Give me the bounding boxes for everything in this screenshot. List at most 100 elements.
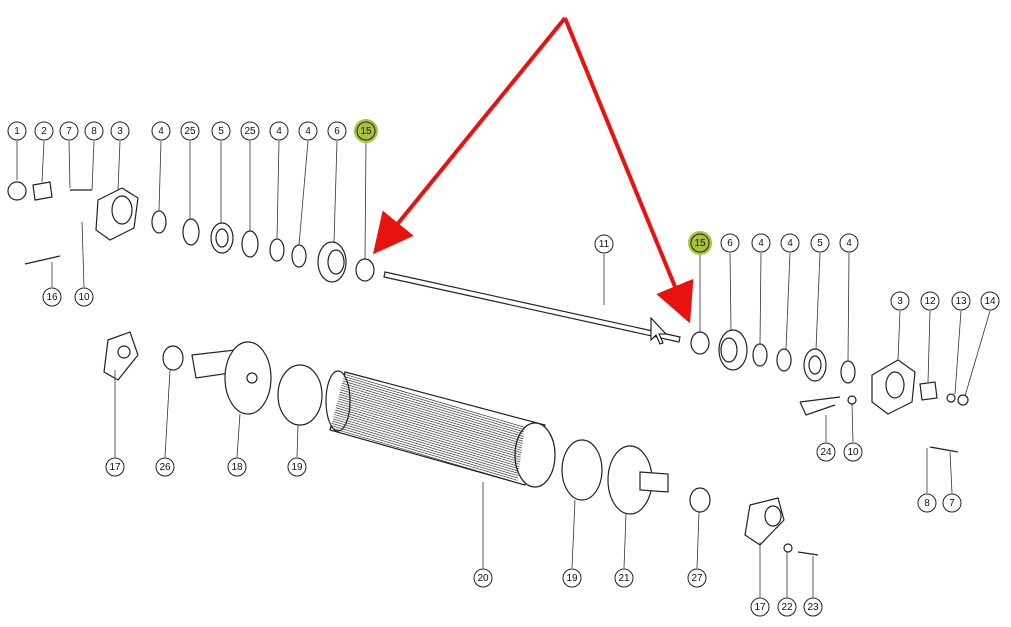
callout-23: 23 xyxy=(803,597,823,617)
red-arrow-right xyxy=(563,17,694,324)
callout-7: 7 xyxy=(942,493,962,513)
callout-label: 17 xyxy=(109,462,121,473)
roller-rib xyxy=(344,373,525,428)
leader-line xyxy=(41,140,45,183)
callout-label: 25 xyxy=(184,126,196,137)
callout-14: 14 xyxy=(980,291,1000,311)
callout-20: 20 xyxy=(473,568,493,588)
roller-rib xyxy=(336,402,521,458)
callout-label: 5 xyxy=(218,126,224,137)
leader-line xyxy=(164,369,171,458)
roller-rib xyxy=(341,385,524,440)
leader-line xyxy=(91,140,95,191)
roller-rib xyxy=(337,400,522,456)
callout-label: 15 xyxy=(360,126,372,137)
roller-rib xyxy=(332,418,519,474)
part-shaft xyxy=(383,271,681,343)
callout-label: 5 xyxy=(817,238,823,249)
callout-label: 4 xyxy=(305,126,311,137)
callout-17: 17 xyxy=(750,597,770,617)
leader-line xyxy=(954,310,962,395)
callout-label: 17 xyxy=(754,602,766,613)
callout-label: 19 xyxy=(566,573,578,584)
mouse-cursor-icon xyxy=(650,316,668,345)
part-cap xyxy=(7,181,27,201)
callout-label: 8 xyxy=(924,498,930,509)
callout-24: 24 xyxy=(816,442,836,462)
leader-line xyxy=(729,252,732,331)
leader-line xyxy=(696,511,700,569)
roller-rib xyxy=(335,407,521,463)
callout-label: 8 xyxy=(91,126,97,137)
roller-rib xyxy=(333,416,519,472)
roller-rib xyxy=(340,387,523,442)
roller-rib xyxy=(336,405,521,460)
callout-label: 1 xyxy=(14,126,20,137)
roller-rib xyxy=(339,391,523,447)
callout-19: 19 xyxy=(562,568,582,588)
callout-11: 11 xyxy=(594,234,614,254)
callout-label: 4 xyxy=(158,126,164,137)
callout-label: 4 xyxy=(846,238,852,249)
roller-rib xyxy=(334,411,520,467)
leader-line xyxy=(298,140,309,246)
callout-label: 10 xyxy=(78,292,90,303)
callout-15: 15 xyxy=(354,119,378,143)
callout-10: 10 xyxy=(843,442,863,462)
leader-line xyxy=(927,310,931,383)
callout-12: 12 xyxy=(920,291,940,311)
leader-line xyxy=(759,252,762,345)
callout-13: 13 xyxy=(951,291,971,311)
callout-5: 5 xyxy=(211,121,231,141)
callout-3: 3 xyxy=(890,291,910,311)
callout-label: 23 xyxy=(807,602,819,613)
callout-25: 25 xyxy=(240,121,260,141)
callout-label: 18 xyxy=(231,462,243,473)
callout-27: 27 xyxy=(687,568,707,588)
roller-rib xyxy=(330,427,518,483)
leader-line xyxy=(276,140,280,240)
leader-line xyxy=(851,403,854,443)
callout-19: 19 xyxy=(287,457,307,477)
callout-label: 10 xyxy=(847,447,859,458)
leader-line xyxy=(296,424,299,458)
callout-label: 4 xyxy=(276,126,282,137)
callout-label: 6 xyxy=(727,238,733,249)
callout-label: 4 xyxy=(758,238,764,249)
leader-line xyxy=(847,252,850,362)
callout-label: 14 xyxy=(984,296,996,307)
callout-label: 24 xyxy=(820,447,832,458)
red-arrow-left xyxy=(372,16,567,255)
leader-line xyxy=(949,451,953,494)
callout-3: 3 xyxy=(110,121,130,141)
roller-rib xyxy=(339,394,523,449)
callout-label: 4 xyxy=(787,238,793,249)
leader-line xyxy=(964,310,991,397)
callout-26: 26 xyxy=(155,457,175,477)
callout-6: 6 xyxy=(720,233,740,253)
callout-label: 25 xyxy=(244,126,256,137)
callout-7: 7 xyxy=(59,121,79,141)
roller-rib xyxy=(343,378,525,433)
leader-line xyxy=(68,140,71,189)
leader-line xyxy=(623,513,627,569)
callout-label: 3 xyxy=(897,296,903,307)
part-bearing-housing xyxy=(95,187,139,241)
part-roller xyxy=(325,370,556,488)
leader-line xyxy=(158,140,162,212)
roller-rib xyxy=(332,420,519,477)
callout-17: 17 xyxy=(105,457,125,477)
callout-4: 4 xyxy=(151,121,171,141)
callout-21: 21 xyxy=(614,568,634,588)
callout-label: 7 xyxy=(66,126,72,137)
callout-22: 22 xyxy=(777,597,797,617)
callout-label: 20 xyxy=(477,573,489,584)
roller-rib xyxy=(342,382,524,437)
callout-8: 8 xyxy=(917,493,937,513)
callout-label: 26 xyxy=(159,462,171,473)
leader-line xyxy=(236,413,241,458)
callout-25: 25 xyxy=(180,121,200,141)
leader-line xyxy=(571,499,576,569)
leader-line xyxy=(815,252,821,350)
